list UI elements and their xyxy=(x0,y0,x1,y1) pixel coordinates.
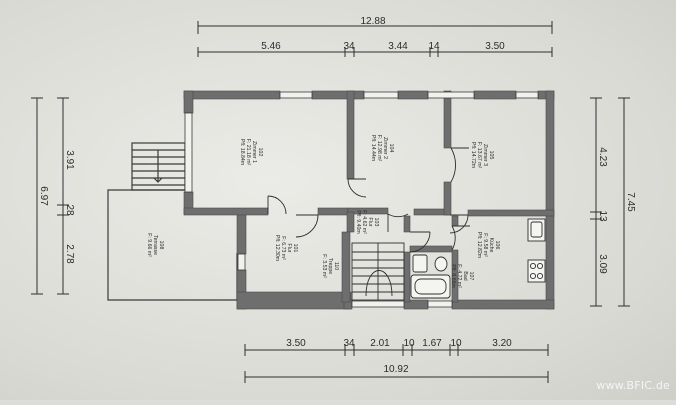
room-perimeter: Pfl: 8.66m xyxy=(450,264,456,287)
room-perimeter: Pfl: 14.44m xyxy=(370,135,376,161)
right-total-dimension: 7.45 xyxy=(625,192,636,212)
top-dimension-4: 14 xyxy=(428,41,440,52)
room-label-106: 106 Küche F: 9.58 m² Pfl: 12.82m xyxy=(476,232,500,258)
windows xyxy=(184,91,539,308)
bottom-dimension-lines xyxy=(244,344,549,383)
room-label-107: 107 Bad F: 4.72 m² Pfl: 8.66m xyxy=(450,264,474,288)
bottom-dimension-6: 10 xyxy=(450,338,462,349)
room-name: Zimmer 2 xyxy=(382,137,388,159)
left-dimension-2: 28 xyxy=(64,204,75,216)
top-total-dimension: 12.88 xyxy=(360,16,385,27)
room-perimeter: Pfl: 12.30m xyxy=(274,235,280,261)
right-dimension-2: 13 xyxy=(597,210,608,222)
bottom-dimension-2: 34 xyxy=(343,338,355,349)
right-dimension-3: 3.09 xyxy=(597,254,608,274)
room-perimeter: Pfl: 18.84m xyxy=(239,139,245,165)
room-label-110: 110 Treppe F: 3.53 m² xyxy=(321,254,339,278)
room-number: 104 xyxy=(388,144,394,153)
room-label-101: 101 Flur F: 6.73 m² Pfl: 12.30m xyxy=(274,235,298,261)
room-perimeter: Pfl: 14.72m xyxy=(470,142,476,168)
room-area: F: 3.53 m² xyxy=(321,254,327,278)
room-number: 101 xyxy=(292,244,298,253)
room-name: Bad xyxy=(462,271,468,280)
room-number: 105 xyxy=(488,151,494,160)
room-area: F: 6.73 m² xyxy=(280,236,286,260)
room-name: Flur xyxy=(286,244,292,253)
bottom-dimension-1: 3.50 xyxy=(286,338,306,349)
room-name: Flur xyxy=(367,218,373,227)
top-dimension-2: 34 xyxy=(343,41,355,52)
room-label-108: 108 Terrasse F: 9.66 m² xyxy=(146,233,164,257)
room-perimeter: Pfl: 12.82m xyxy=(476,232,482,258)
room-area: F: 21.18 m² xyxy=(245,139,251,166)
door-swings xyxy=(267,147,470,253)
bottom-dimension-5: 1.67 xyxy=(422,338,442,349)
right-dimension-lines xyxy=(590,97,630,307)
room-label-104: 104 Zimmer 2 F: 12.98 m² Pfl: 14.44m xyxy=(370,135,394,162)
watermark: www.BFIC.de xyxy=(596,379,670,392)
room-name: Terrasse xyxy=(152,235,158,255)
room-name: Küche xyxy=(488,238,494,253)
room-number: 102 xyxy=(257,148,263,157)
left-total-dimension: 6.97 xyxy=(38,186,49,206)
staircase xyxy=(351,242,405,301)
right-dimension-1: 4.23 xyxy=(597,147,608,167)
bottom-dimension-3: 2.01 xyxy=(370,338,390,349)
top-dimension-1: 5.46 xyxy=(261,41,281,52)
bottom-dimension-7: 3.20 xyxy=(492,338,512,349)
top-dimension-5: 3.50 xyxy=(485,41,505,52)
bathroom-fixtures xyxy=(410,254,451,299)
room-area: F: 12.98 m² xyxy=(376,135,382,162)
room-label-103: 103 Flur F: 4.62 m² Pfl: 9.40m xyxy=(355,210,379,234)
room-label-105: 105 Zimmer 3 F: 13.67 m² Pfl: 14.72m xyxy=(470,142,494,169)
room-name: Zimmer 1 xyxy=(251,141,257,163)
room-name: Zimmer 3 xyxy=(482,144,488,166)
room-area: F: 9.58 m² xyxy=(482,233,488,257)
left-dimension-1: 3.91 xyxy=(64,150,75,170)
bottom-total-dimension: 10.92 xyxy=(383,364,408,375)
top-dimension-3: 3.44 xyxy=(388,41,408,52)
kitchen-fixtures xyxy=(527,218,546,283)
walls xyxy=(183,90,555,310)
room-name: Treppe xyxy=(327,258,333,274)
terrace-outline xyxy=(107,142,238,301)
room-perimeter: Pfl: 9.40m xyxy=(355,210,361,233)
room-number: 107 xyxy=(468,272,474,281)
room-number: 106 xyxy=(494,241,500,250)
left-dimension-lines xyxy=(31,97,69,295)
room-number: 110 xyxy=(333,262,339,270)
room-area: F: 9.66 m² xyxy=(146,233,152,257)
room-number: 103 xyxy=(373,218,379,227)
left-dimension-3: 2.78 xyxy=(64,244,75,264)
room-area: F: 4.62 m² xyxy=(361,210,367,234)
room-area: F: 4.72 m² xyxy=(456,264,462,288)
bottom-dimension-4: 10 xyxy=(403,338,415,349)
top-dimension-lines xyxy=(197,21,553,57)
room-number: 108 xyxy=(158,241,164,250)
room-area: F: 13.67 m² xyxy=(476,142,482,169)
room-label-102: 102 Zimmer 1 F: 21.18 m² Pfl: 18.84m xyxy=(239,139,263,166)
